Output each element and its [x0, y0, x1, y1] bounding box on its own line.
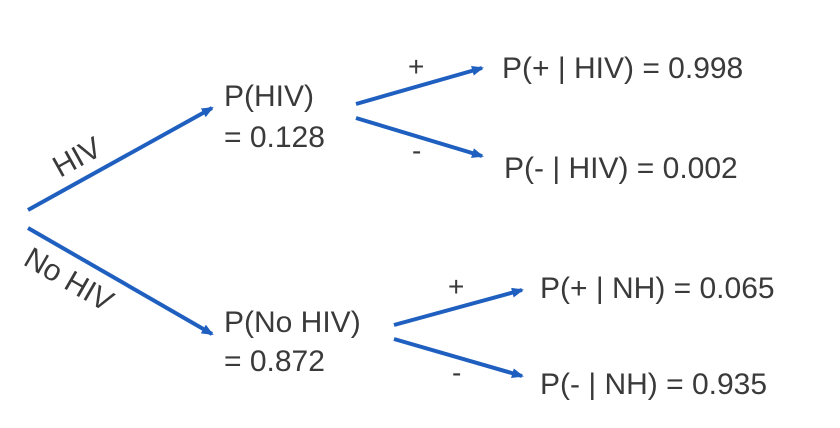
leaf-pos-given-hiv: P(+ | HIV) = 0.998: [502, 52, 743, 85]
sign-nohiv-positive: +: [448, 271, 464, 302]
node-nohiv-title: P(No HIV): [224, 306, 361, 339]
arrow-hiv-positive: [355, 65, 484, 106]
edge-label-hiv: HIV: [47, 131, 107, 184]
arrow-nohiv-negative: [393, 337, 524, 379]
arrow-nohiv-positive: [393, 287, 524, 327]
leaf-pos-given-nh: P(+ | NH) = 0.065: [540, 272, 775, 305]
sign-hiv-negative: -: [412, 135, 421, 166]
node-hiv-title: P(HIV): [224, 80, 314, 113]
arrow-root-to-hiv: [27, 106, 214, 212]
node-nohiv-value: = 0.872: [224, 345, 325, 378]
sign-hiv-positive: +: [408, 51, 424, 82]
leaf-neg-given-hiv: P(- | HIV) = 0.002: [504, 152, 738, 185]
leaf-neg-given-nh: P(- | NH) = 0.935: [540, 368, 767, 401]
node-hiv-value: = 0.128: [224, 121, 325, 154]
arrow-hiv-negative: [355, 116, 484, 158]
arrow-root-to-nohiv: [27, 226, 214, 336]
sign-nohiv-negative: -: [452, 357, 461, 388]
